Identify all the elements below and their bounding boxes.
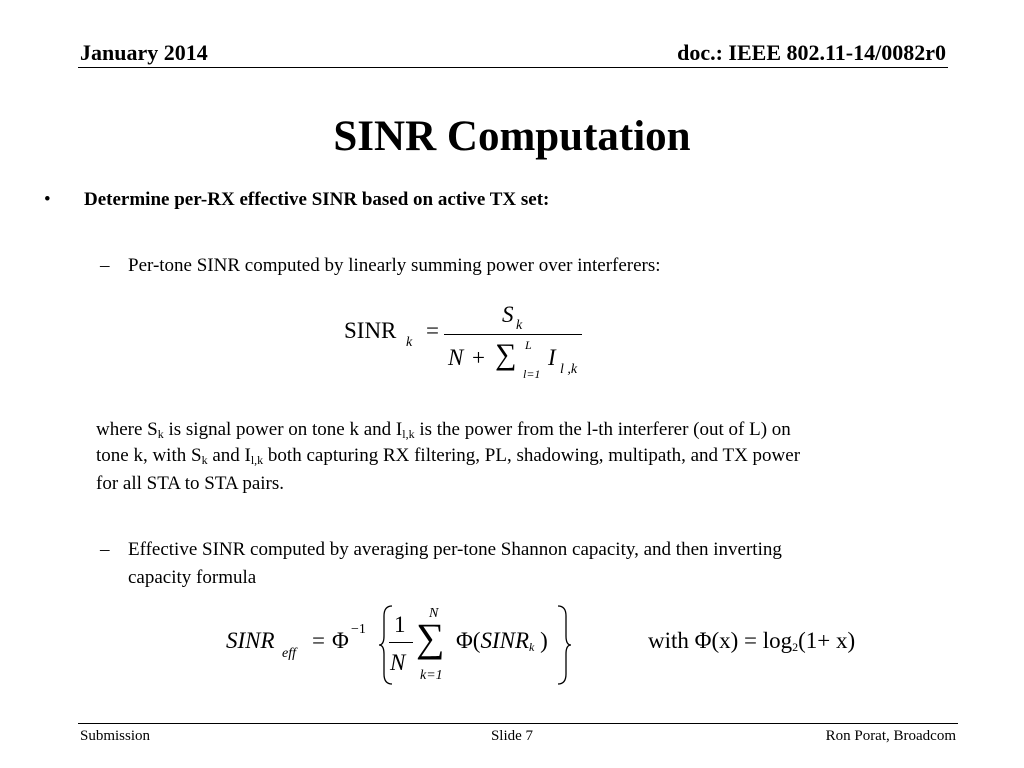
eq2-inverse: −1	[351, 622, 366, 637]
eq1-den-i-sub: l ,k	[560, 362, 578, 377]
eq1-den-plus: +	[472, 345, 485, 370]
sub-bullet-1-marker: –	[100, 255, 110, 276]
eq1-den-i: I	[548, 345, 556, 370]
sinr-per-tone-equation: SINR k = S k N + ∑ L l=1 I l ,k	[340, 300, 600, 390]
eq2-lhs: SINR	[226, 628, 275, 653]
eq1-lhs: SINR	[344, 318, 397, 343]
sub-bullet-2-line-2: capacity formula	[128, 567, 257, 588]
eq1-numerator: S	[502, 302, 514, 327]
eq2-equals: =	[312, 628, 325, 653]
footer-rule	[78, 723, 958, 724]
eq1-numerator-sub: k	[516, 318, 523, 333]
header-rule	[78, 67, 948, 68]
sub-bullet-2-line-1: Effective SINR computed by averaging per…	[128, 539, 782, 560]
where-line-1: where Sk is signal power on tone k and I…	[96, 419, 791, 441]
footer-slide-number: Slide 7	[490, 728, 534, 744]
eq2-right-brace	[557, 605, 572, 685]
slide-title: SINR Computation	[333, 113, 691, 160]
eq2-left-brace	[378, 605, 393, 685]
sub-bullet-1-text: Per-tone SINR computed by linearly summi…	[128, 255, 661, 276]
eq2-fraction-bar	[389, 642, 413, 643]
eq2-lhs-sub: eff	[282, 646, 296, 661]
eq1-equals: =	[426, 318, 439, 343]
eq2-inner: Φ(SINRk )	[456, 628, 548, 654]
effective-sinr-equation: SINR eff = Φ −1 1 N N ∑ k=1 Φ(SINRk ) wi…	[226, 602, 906, 690]
eq2-sum-bottom: k=1	[420, 668, 443, 683]
eq2-sum-symbol: ∑	[416, 615, 445, 660]
header-date: January 2014	[80, 40, 208, 65]
eq1-den-n: N	[448, 345, 464, 370]
eq2-phi: Φ	[332, 628, 349, 653]
eq1-sum-bottom: l=1	[523, 367, 541, 381]
eq2-n: N	[390, 650, 406, 675]
where-line-3: for all STA to STA pairs.	[96, 473, 285, 494]
eq2-phi-definition: with Φ(x) = log2(1+ x)	[648, 628, 856, 654]
where-line-2: tone k, with Sk and Il,k both capturing …	[96, 445, 801, 467]
bullet-marker: •	[44, 189, 51, 210]
eq1-lhs-sub: k	[406, 335, 413, 350]
eq2-one: 1	[394, 612, 406, 637]
eq2-sum-top: N	[429, 606, 439, 621]
eq1-fraction-bar	[444, 334, 582, 335]
header-doc-id: doc.: IEEE 802.11-14/0082r0	[677, 40, 946, 65]
sub-bullet-2-marker: –	[100, 539, 110, 560]
footer-submission: Submission	[80, 728, 151, 744]
eq1-sum-symbol: ∑	[495, 338, 517, 371]
footer-author: Ron Porat, Broadcom	[825, 728, 956, 744]
eq1-sum-top: L	[525, 338, 532, 352]
bullet-text: Determine per-RX effective SINR based on…	[84, 189, 550, 210]
